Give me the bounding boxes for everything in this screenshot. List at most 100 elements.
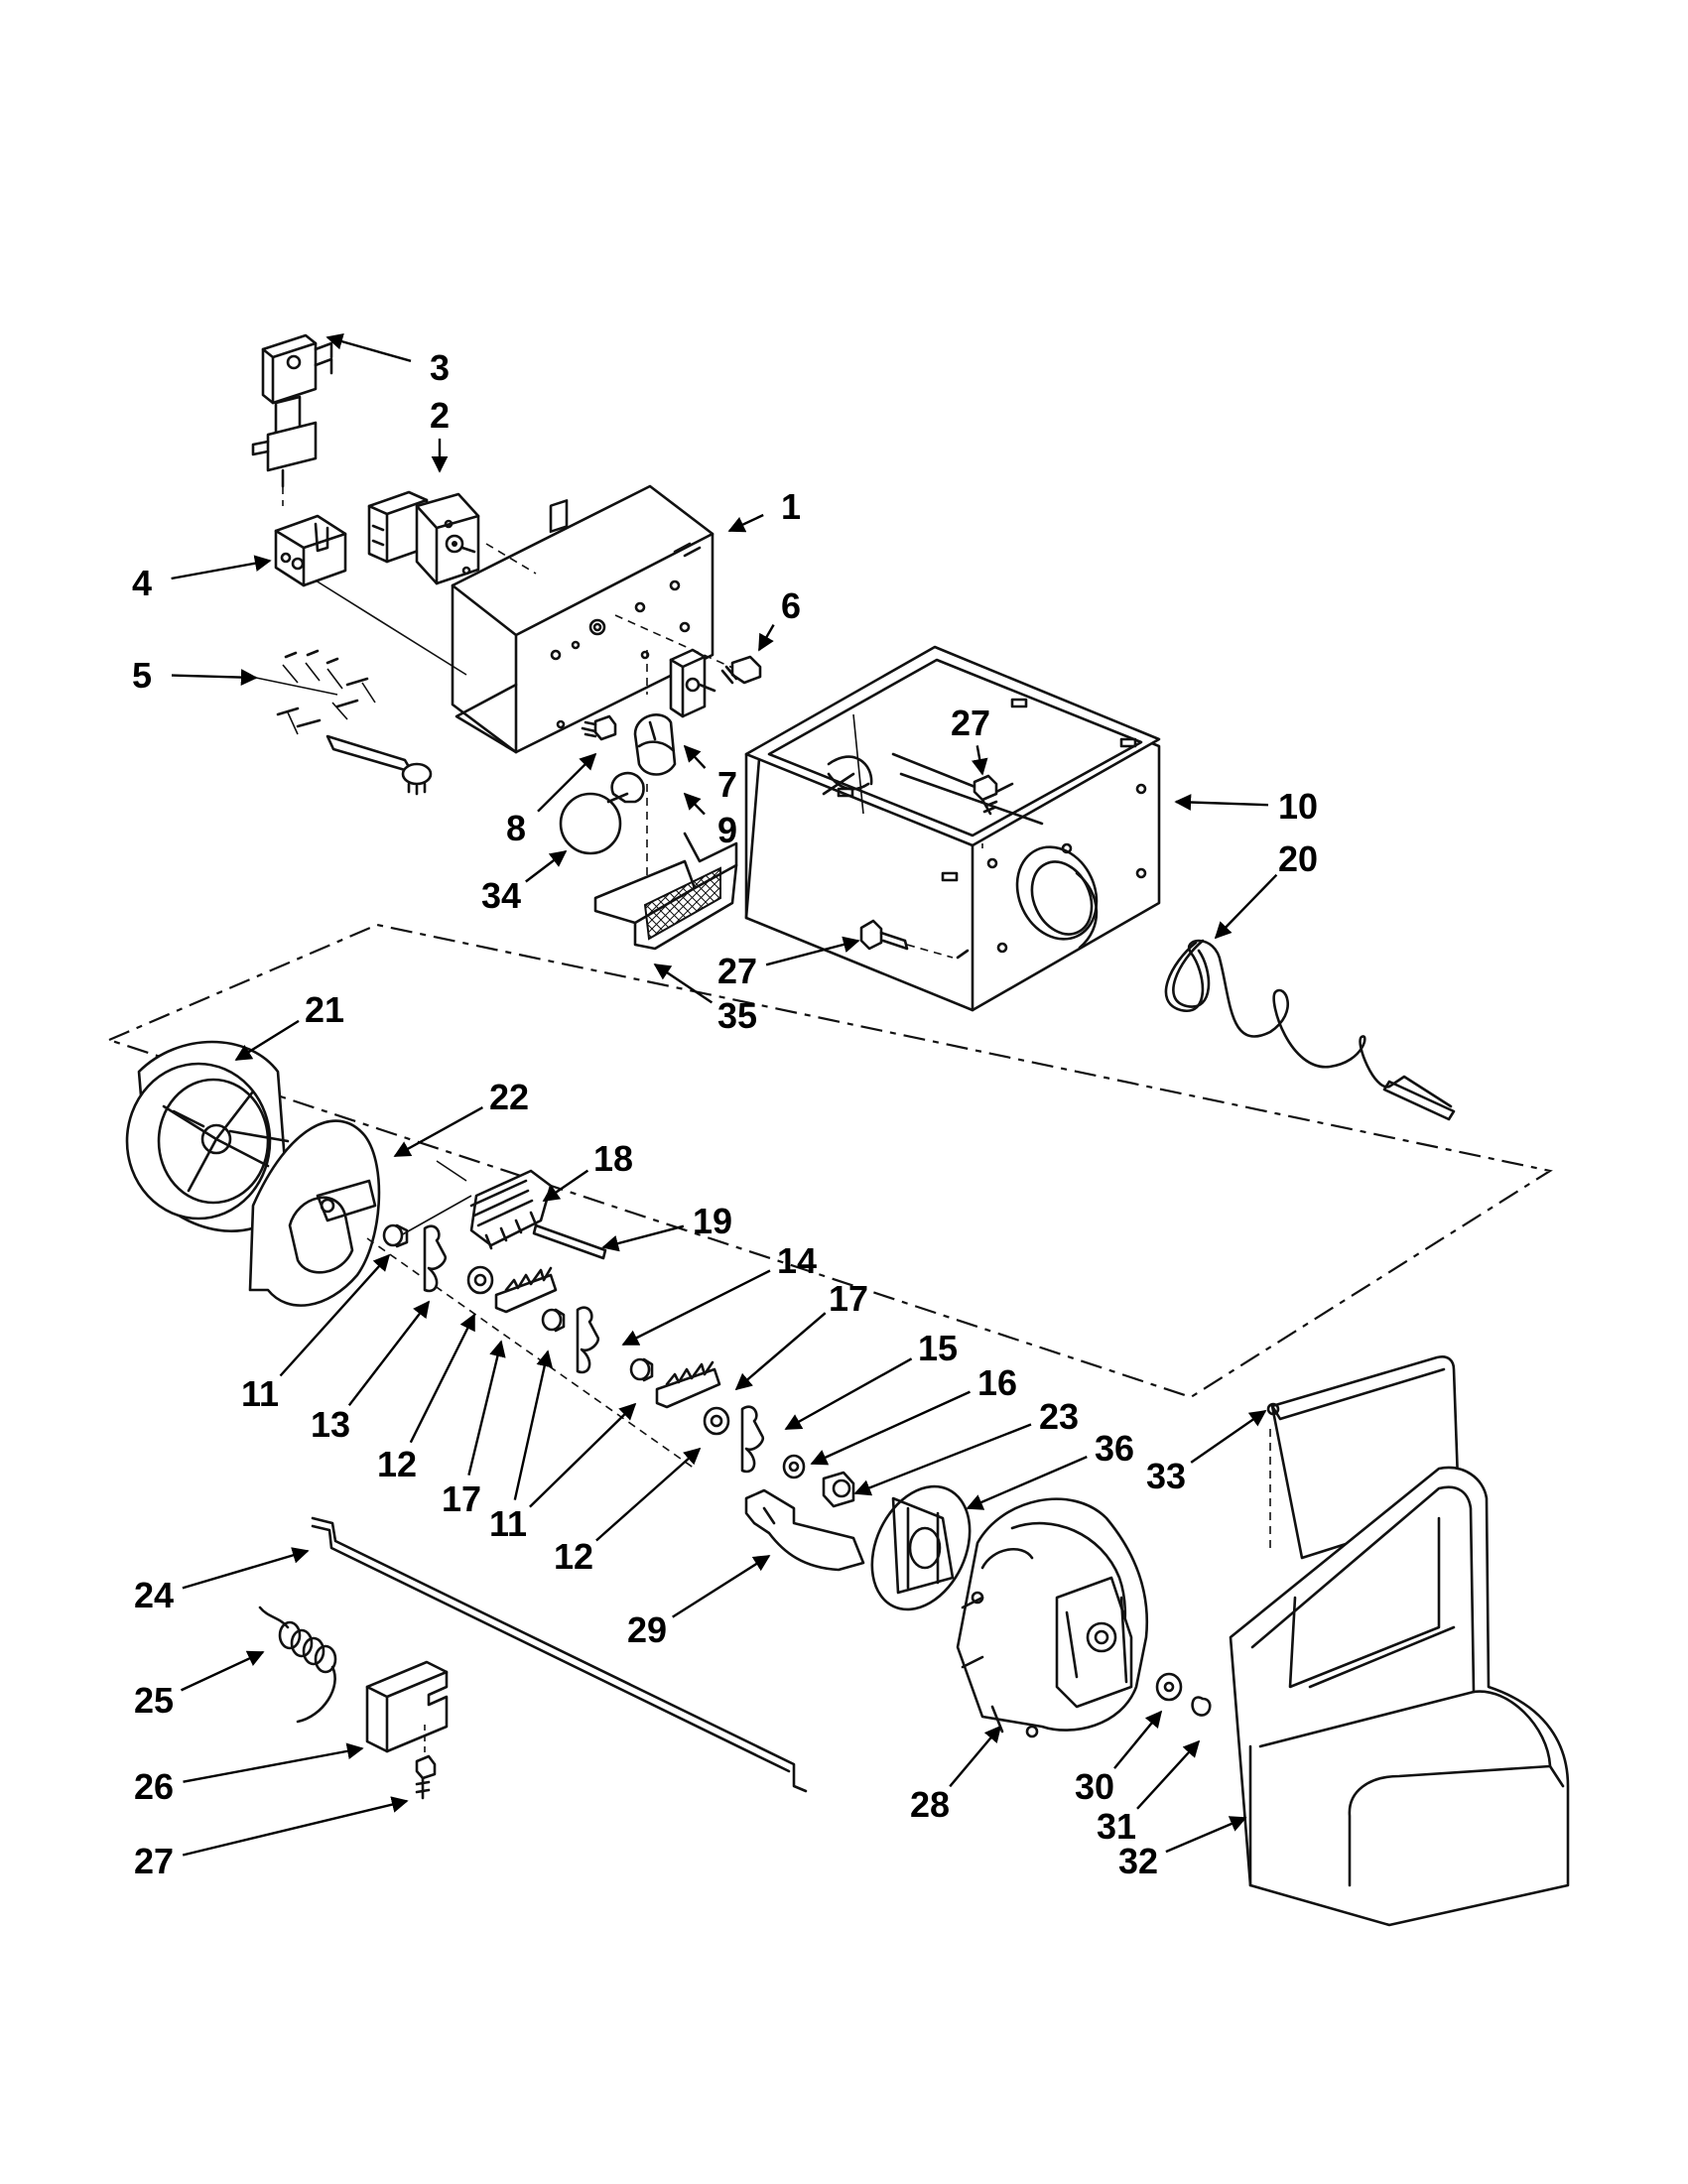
label-c22: 22	[489, 1077, 529, 1117]
callout-c30: 30	[1075, 1710, 1163, 1807]
label-c32: 32	[1118, 1841, 1158, 1881]
leader-c5	[171, 669, 258, 686]
leader-c28	[949, 1725, 1002, 1788]
leader-c25	[180, 1650, 265, 1692]
callout-c9: 9	[683, 792, 737, 850]
leader-c21	[234, 1019, 300, 1062]
part-17-blade-1	[494, 1266, 558, 1314]
callout-c16: 16	[810, 1362, 1017, 1466]
part-36-mount-plate	[870, 1484, 972, 1611]
leader-c22	[393, 1106, 483, 1158]
callout-c1: 1	[727, 486, 801, 533]
part-11-spacer-1	[366, 1223, 696, 1470]
callout-c19: 19	[601, 1201, 732, 1252]
part-12-washer-2	[703, 1406, 730, 1436]
callout-c11c	[529, 1402, 637, 1508]
part-6-screw	[614, 614, 762, 685]
label-c14: 14	[777, 1240, 817, 1281]
leader-c23	[853, 1423, 1032, 1496]
callout-c27a: 27	[951, 703, 990, 776]
label-c19: 19	[693, 1201, 732, 1241]
callout-c22: 22	[393, 1077, 529, 1158]
leader-c20	[1214, 873, 1278, 940]
label-c34: 34	[481, 875, 521, 916]
callout-c26: 26	[134, 1742, 364, 1807]
part-29-shutter	[744, 1488, 865, 1572]
callout-c33: 33	[1146, 1410, 1267, 1496]
label-c27b: 27	[717, 951, 757, 991]
part-17-blade-2	[655, 1360, 721, 1409]
part-24-rod	[311, 1516, 808, 1793]
leader-c9	[683, 792, 706, 816]
callout-c32: 32	[1118, 1816, 1247, 1881]
leader-c27c	[182, 1796, 409, 1857]
label-c29: 29	[627, 1609, 667, 1650]
leader-c4	[171, 555, 272, 580]
leader-c31	[1136, 1739, 1201, 1810]
callout-c20: 20	[1214, 838, 1318, 940]
callout-c28: 28	[910, 1725, 1002, 1825]
leader-c11a	[279, 1253, 391, 1377]
part-28-auger-motor	[956, 1497, 1149, 1738]
label-c27c: 27	[134, 1841, 174, 1881]
part-34-light-bulb	[559, 771, 645, 855]
leader-c26	[183, 1742, 364, 1783]
leader-c17b	[467, 1340, 506, 1476]
callout-c12a: 12	[377, 1313, 476, 1484]
label-c6: 6	[781, 585, 801, 626]
label-c18: 18	[593, 1138, 633, 1179]
part-4-bracket	[274, 486, 347, 587]
label-c21: 21	[305, 989, 344, 1030]
label-c27a: 27	[951, 703, 990, 743]
callout-c14: 14	[621, 1240, 817, 1347]
part-35-light-shield	[593, 784, 738, 951]
leader-c12b	[595, 1447, 702, 1542]
part-13-blade	[423, 1224, 448, 1293]
leader-c8	[537, 752, 597, 813]
label-c35: 35	[717, 995, 757, 1036]
leader-c17a	[734, 1312, 827, 1391]
callout-c17a: 17	[734, 1278, 868, 1391]
part-25-spring	[258, 1606, 337, 1724]
callout-c24: 24	[134, 1547, 310, 1615]
callout-c10: 10	[1174, 786, 1318, 827]
label-c20: 20	[1278, 838, 1318, 879]
part-26-bracket	[365, 1660, 449, 1753]
callout-c31: 31	[1097, 1739, 1201, 1847]
part-27-screw-top	[973, 774, 998, 816]
label-c24: 24	[134, 1575, 174, 1615]
part-12-washer-1	[466, 1265, 494, 1295]
label-c17a: 17	[829, 1278, 868, 1319]
leader-c1	[727, 513, 764, 533]
label-c36: 36	[1095, 1428, 1134, 1469]
leader-c27b	[765, 936, 860, 966]
label-c7: 7	[717, 764, 737, 805]
part-30-washer	[1155, 1672, 1183, 1702]
part-14-blade	[576, 1306, 600, 1374]
part-9-lamp-socket	[633, 650, 677, 776]
leader-c6	[757, 624, 775, 652]
part-11-spacer-2	[541, 1308, 566, 1333]
callout-c2: 2	[430, 395, 450, 473]
part-5-wire-harness	[255, 649, 433, 796]
label-c23: 23	[1039, 1396, 1079, 1437]
callout-c6: 6	[757, 585, 801, 652]
label-c10: 10	[1278, 786, 1318, 827]
label-c5: 5	[132, 655, 152, 696]
label-c31: 31	[1097, 1806, 1136, 1847]
callout-c27c: 27	[134, 1796, 409, 1881]
label-c12b: 12	[554, 1536, 593, 1577]
leader-c3	[325, 333, 412, 362]
part-20-heater-coil	[1164, 939, 1456, 1121]
label-c13: 13	[311, 1404, 350, 1445]
leader-c7	[683, 744, 707, 769]
label-c28: 28	[910, 1784, 950, 1825]
callout-c5: 5	[132, 655, 258, 696]
part-21-auger-drum	[125, 1040, 290, 1232]
part-22-cutter-plate	[248, 1119, 381, 1307]
callout-c15: 15	[784, 1328, 958, 1431]
part-15-blade	[740, 1405, 765, 1474]
leader-c33	[1190, 1410, 1267, 1464]
leader-c10	[1174, 794, 1269, 811]
